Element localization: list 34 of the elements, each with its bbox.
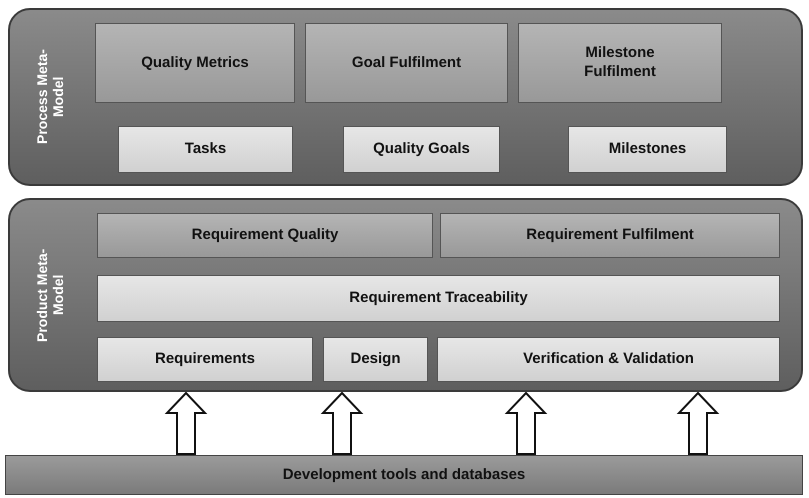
element-box	[323, 337, 428, 382]
box-label: Verification & Validation	[523, 350, 694, 369]
box-label: Requirement Fulfilment	[526, 226, 694, 245]
box-label: Quality Metrics	[141, 54, 249, 72]
metric-box	[97, 213, 433, 258]
element-box	[568, 126, 727, 173]
block-arrow	[676, 392, 720, 455]
element-box	[437, 337, 780, 382]
process-layer-panel	[8, 8, 803, 186]
box-label: Quality Goals	[373, 140, 470, 159]
layer-title: Product Meta-Model	[34, 247, 66, 344]
box-label: Requirement Traceability	[349, 289, 528, 308]
box-label: Milestone Fulfilment	[583, 44, 657, 82]
metric-box	[518, 23, 722, 103]
base-layer-bar	[5, 455, 803, 495]
box-label: Requirement Quality	[192, 226, 338, 245]
metric-box	[95, 23, 295, 103]
box-label: Goal Fulfilment	[352, 54, 462, 72]
box-label: Tasks	[184, 140, 226, 159]
block-arrow	[320, 392, 364, 455]
metric-box	[305, 23, 508, 103]
box-label: Milestones	[608, 140, 686, 159]
element-box	[118, 126, 293, 173]
box-label: Design	[350, 350, 400, 369]
element-box	[97, 337, 313, 382]
block-arrow	[164, 392, 208, 455]
block-arrow	[504, 392, 548, 455]
element-box	[97, 275, 780, 322]
box-label: Requirements	[154, 350, 256, 369]
box-label: Development tools and databases	[282, 466, 526, 484]
element-box	[343, 126, 500, 173]
layer-title: Process Meta-Model	[34, 48, 66, 146]
metric-box	[440, 213, 780, 258]
product-layer-panel	[8, 198, 803, 392]
